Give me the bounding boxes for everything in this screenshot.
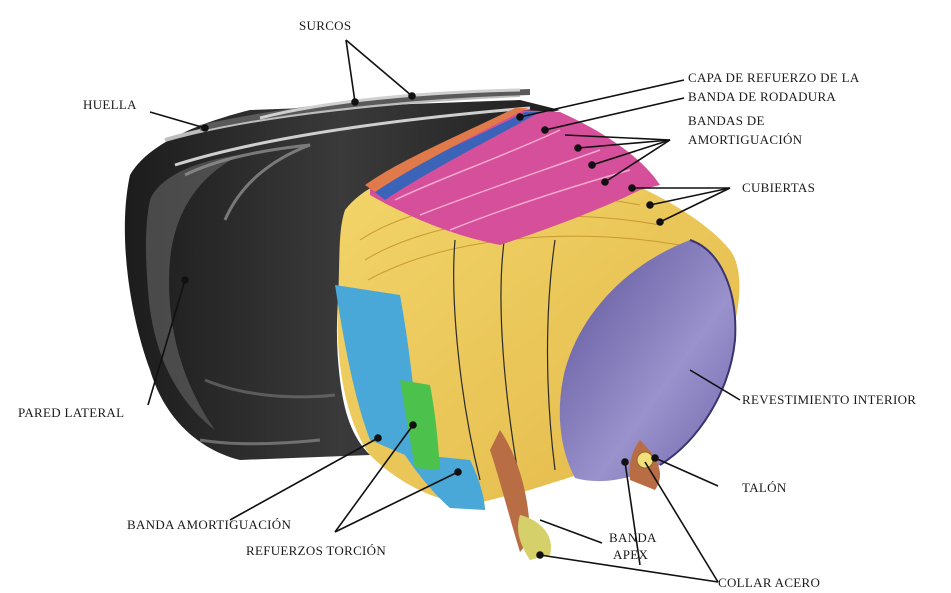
- label-refuerzos-torcion: REFUERZOS TORCIÓN: [246, 543, 386, 558]
- label-collar-acero: COLLAR ACERO: [718, 575, 820, 590]
- label-capa-2: BANDA DE RODADURA: [688, 89, 836, 104]
- label-talon: TALÓN: [742, 480, 787, 495]
- label-bandas-1: BANDAS DE: [688, 113, 765, 128]
- label-bandas-2: AMORTIGUACIÓN: [688, 132, 802, 147]
- label-revestimiento: REVESTIMIENTO INTERIOR: [742, 392, 916, 407]
- label-banda-apex-1: BANDA: [609, 530, 657, 545]
- label-cubiertas: CUBIERTAS: [742, 180, 815, 195]
- label-banda-apex-2: APEX: [613, 547, 648, 562]
- label-huella: HUELLA: [83, 97, 137, 112]
- label-banda-amortiguacion: BANDA AMORTIGUACIÓN: [127, 517, 291, 532]
- label-capa-1: CAPA DE REFUERZO DE LA: [688, 70, 860, 85]
- label-pared-lateral: PARED LATERAL: [18, 405, 124, 420]
- label-surcos: SURCOS: [299, 18, 351, 33]
